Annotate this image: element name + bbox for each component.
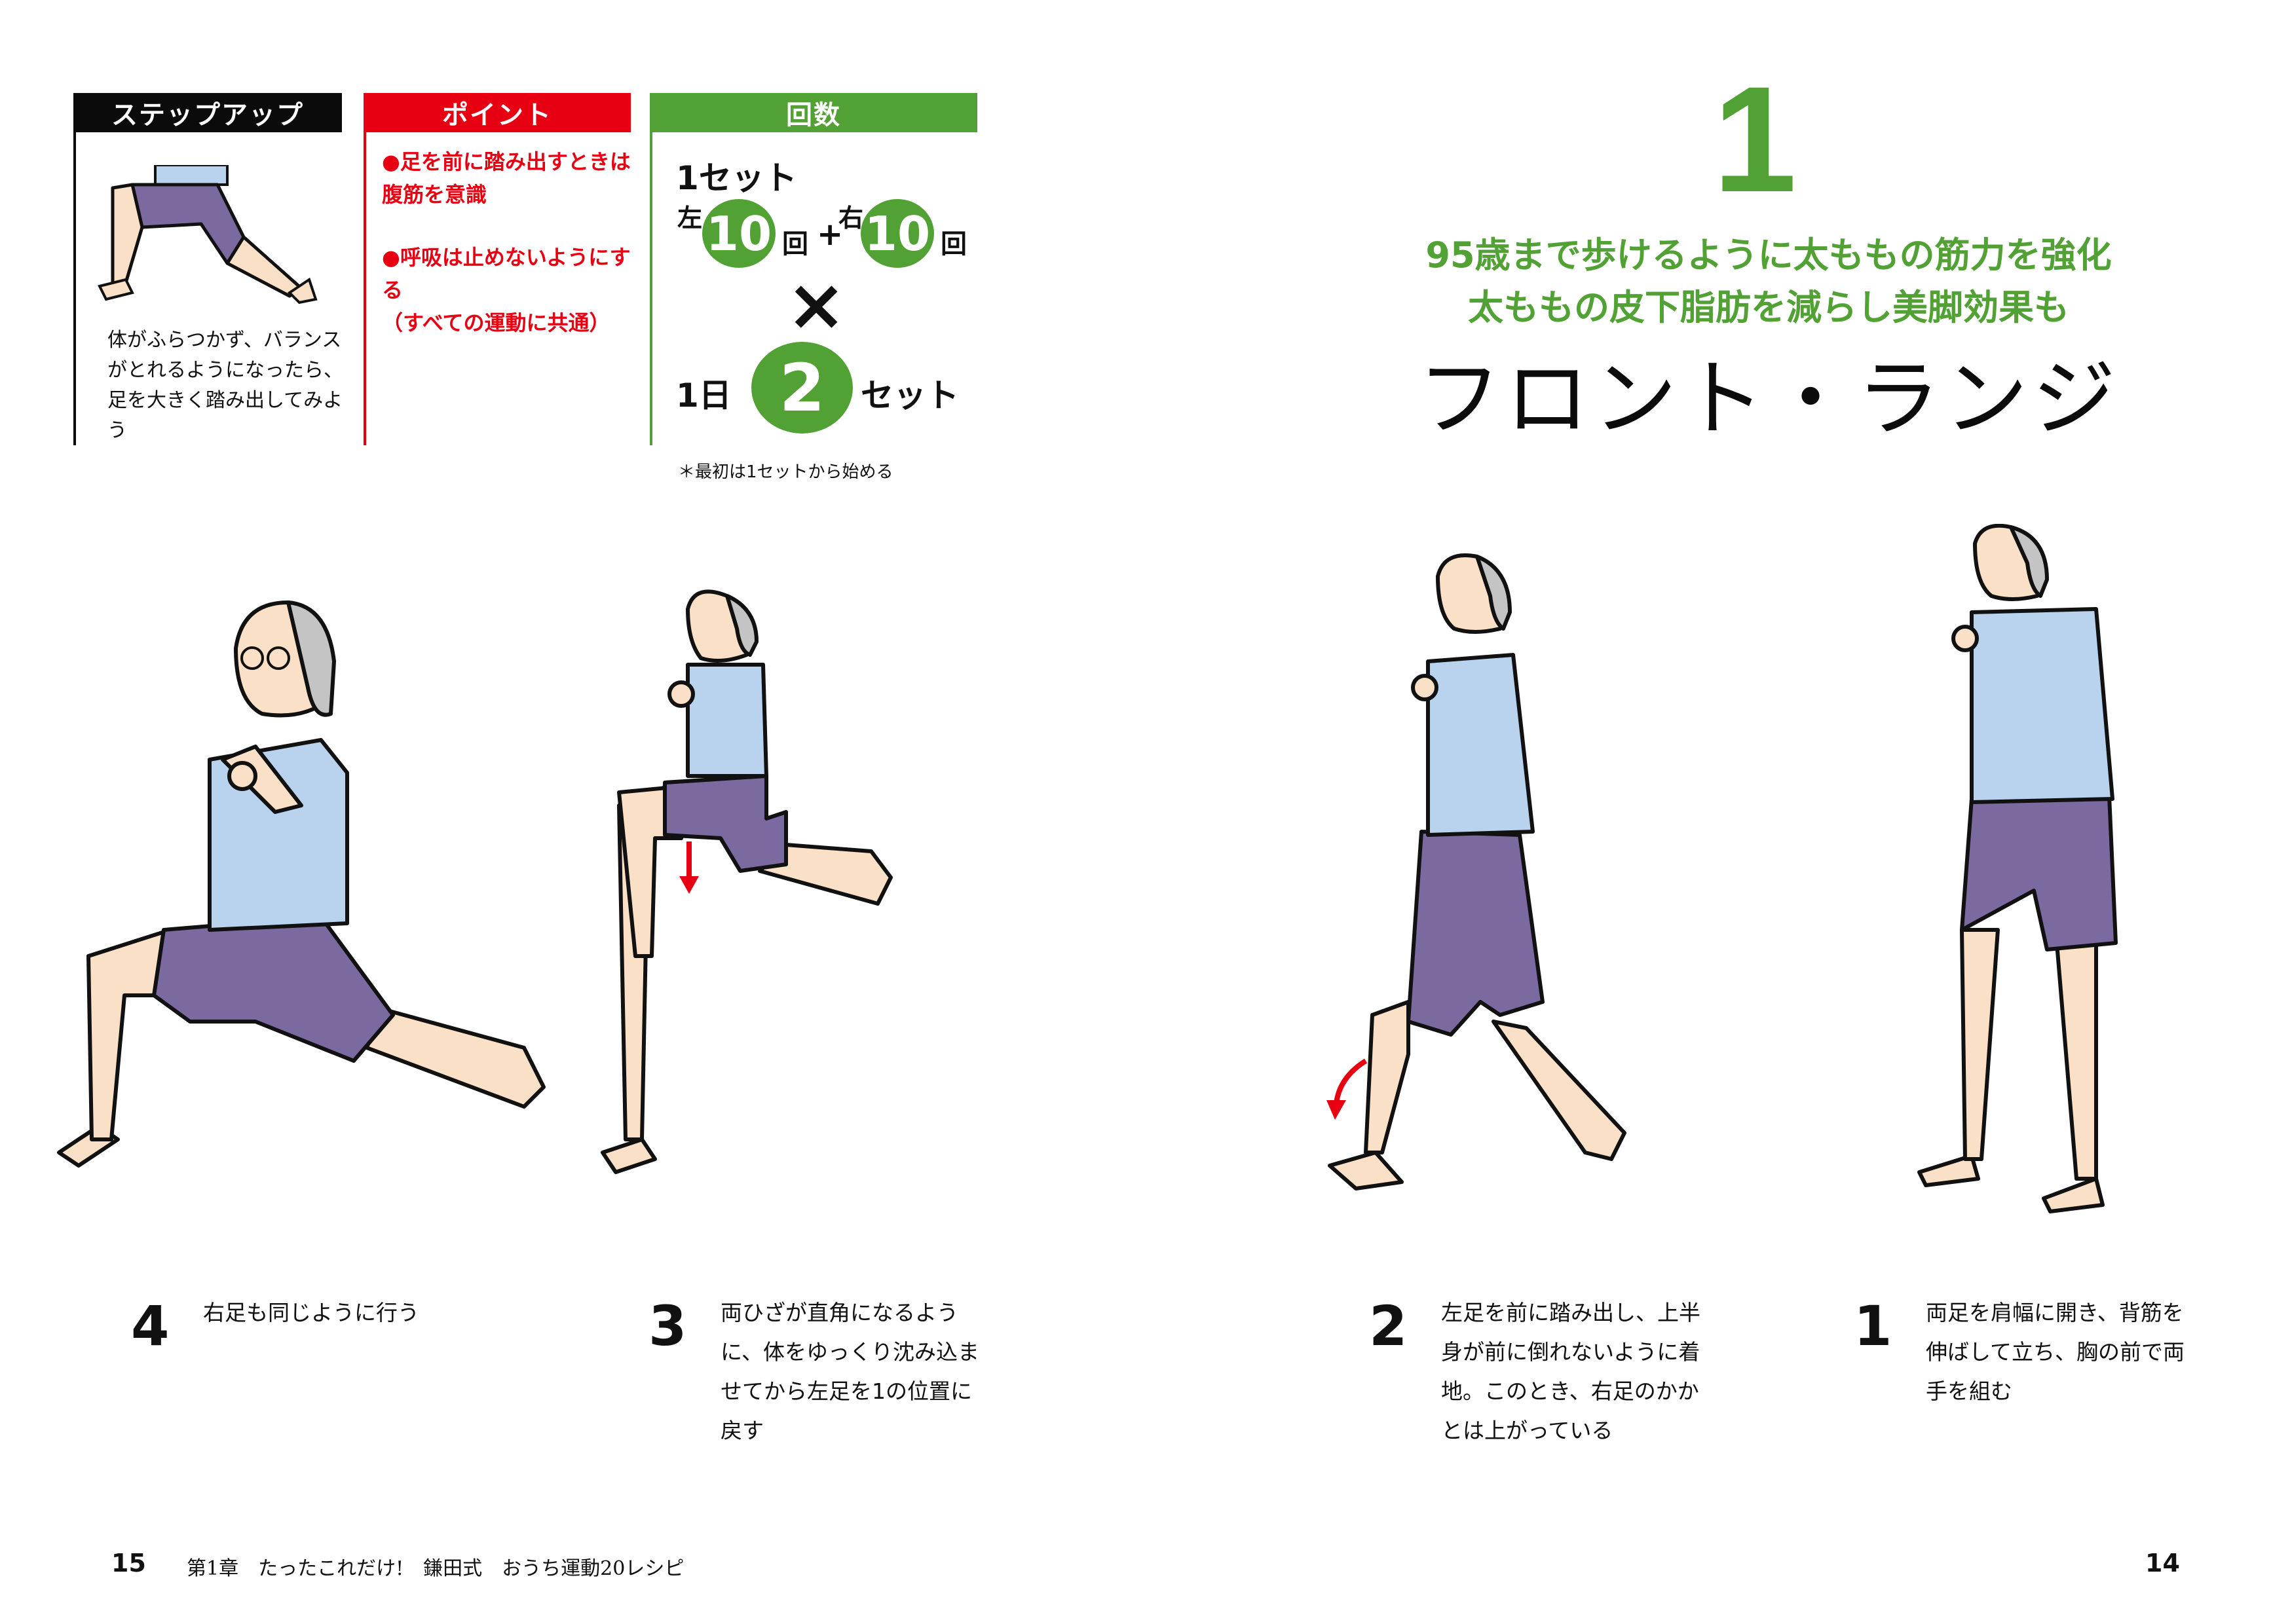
step-number: 2 xyxy=(1369,1294,1408,1358)
step-number: 3 xyxy=(648,1294,687,1358)
exercise-title: フロント・ランジ xyxy=(1417,350,2120,448)
sets-unit: セット xyxy=(861,377,959,415)
running-head: 第1章 たったこれだけ! 鎌田式 おうち運動20レシピ xyxy=(187,1557,685,1580)
point-item: ●呼吸は止めないようにする xyxy=(382,245,631,303)
down-arrow-icon xyxy=(679,841,699,894)
step-up-box: ステップアップ 体がふらつかず、バランスがとれるようになったら、足を大きく踏み出… xyxy=(73,93,343,445)
step-1-illustration xyxy=(1917,524,2118,1213)
sets-badge: 2 xyxy=(751,342,853,434)
subtitle-line-2: 太ももの皮下脂肪を減らし美脚効果も xyxy=(1468,287,2069,328)
count-note: ＊最初は1セットから始める xyxy=(678,462,893,482)
curved-arrow-icon xyxy=(1326,1058,1368,1120)
step-4: 4 右足も同じように行う xyxy=(131,1293,472,1354)
point-header: ポイント xyxy=(364,93,631,132)
step-text: 両足を肩幅に開き、背筋を伸ばして立ち、胸の前で両手を組む xyxy=(1926,1300,2185,1404)
subtitle-line-1: 95歳まで歩けるように太ももの筋力を強化 xyxy=(1425,234,2112,276)
point-box: ポイント ●足を前に踏み出すときは腹筋を意識 ●呼吸は止めないようにする （すべ… xyxy=(364,93,631,445)
per-day-label: 1日 xyxy=(676,377,732,415)
step-number: 1 xyxy=(1854,1294,1892,1358)
count-formula: 1セット 左 10 回 + 右 10 回 × 1日 2 セット xyxy=(669,145,984,434)
right-rep-unit: 回 xyxy=(941,229,967,259)
point-list: ●足を前に踏み出すときは腹筋を意識 ●呼吸は止めないようにする （すべての運動に… xyxy=(382,145,637,339)
right-reps-badge: 10 xyxy=(861,199,934,268)
left-rep-unit: 回 xyxy=(782,229,808,259)
point-item: ●足を前に踏み出すときは腹筋を意識 xyxy=(382,149,631,207)
step-text: 両ひざが直角になるように、体をゆっくり沈み込ませてから左足を1の位置に戻す xyxy=(721,1300,980,1443)
count-header: 回数 xyxy=(650,93,977,132)
times-sign: × xyxy=(786,263,847,346)
right-label: 右 xyxy=(838,204,864,232)
count-rule xyxy=(650,132,652,445)
step-number: 4 xyxy=(131,1294,170,1358)
count-box: 回数 1セット 左 10 回 + 右 10 回 × 1日 2 セット xyxy=(650,93,977,445)
right-page-number: 14 xyxy=(2145,1549,2180,1578)
step-3-illustration xyxy=(601,589,893,1174)
left-label: 左 xyxy=(677,204,703,232)
per-set-label: 1セット xyxy=(676,159,797,197)
step-1: 1 両足を肩幅に開き、背筋を伸ばして立ち、胸の前で両手を組む xyxy=(1854,1293,2194,1411)
point-note: （すべての運動に共通） xyxy=(382,310,610,335)
step-up-legs-illustration xyxy=(98,165,318,304)
step-text: 右足も同じように行う xyxy=(203,1300,419,1325)
step-3: 3 両ひざが直角になるように、体をゆっくり沈み込ませてから左足を1の位置に戻す xyxy=(648,1293,989,1450)
step-up-header: ステップアップ xyxy=(73,93,342,132)
step-2: 2 左足を前に踏み出し、上半身が前に倒れないように着地。このとき、右足のかかとは… xyxy=(1369,1293,1710,1450)
step-up-text: 体がふらつかず、バランスがとれるようになったら、足を大きく踏み出してみよう xyxy=(107,329,343,442)
plus-sign: + xyxy=(817,216,844,253)
step-4-illustration xyxy=(57,600,546,1168)
exercise-number: 1 xyxy=(1713,55,1797,223)
left-page-number: 15 xyxy=(111,1549,146,1578)
step-up-rule xyxy=(73,132,76,445)
point-rule xyxy=(364,132,366,445)
left-reps-badge: 10 xyxy=(702,199,776,268)
step-text: 左足を前に踏み出し、上半身が前に倒れないように着地。このとき、右足のかかとは上が… xyxy=(1441,1300,1700,1443)
step-2-illustration xyxy=(1326,553,1626,1190)
